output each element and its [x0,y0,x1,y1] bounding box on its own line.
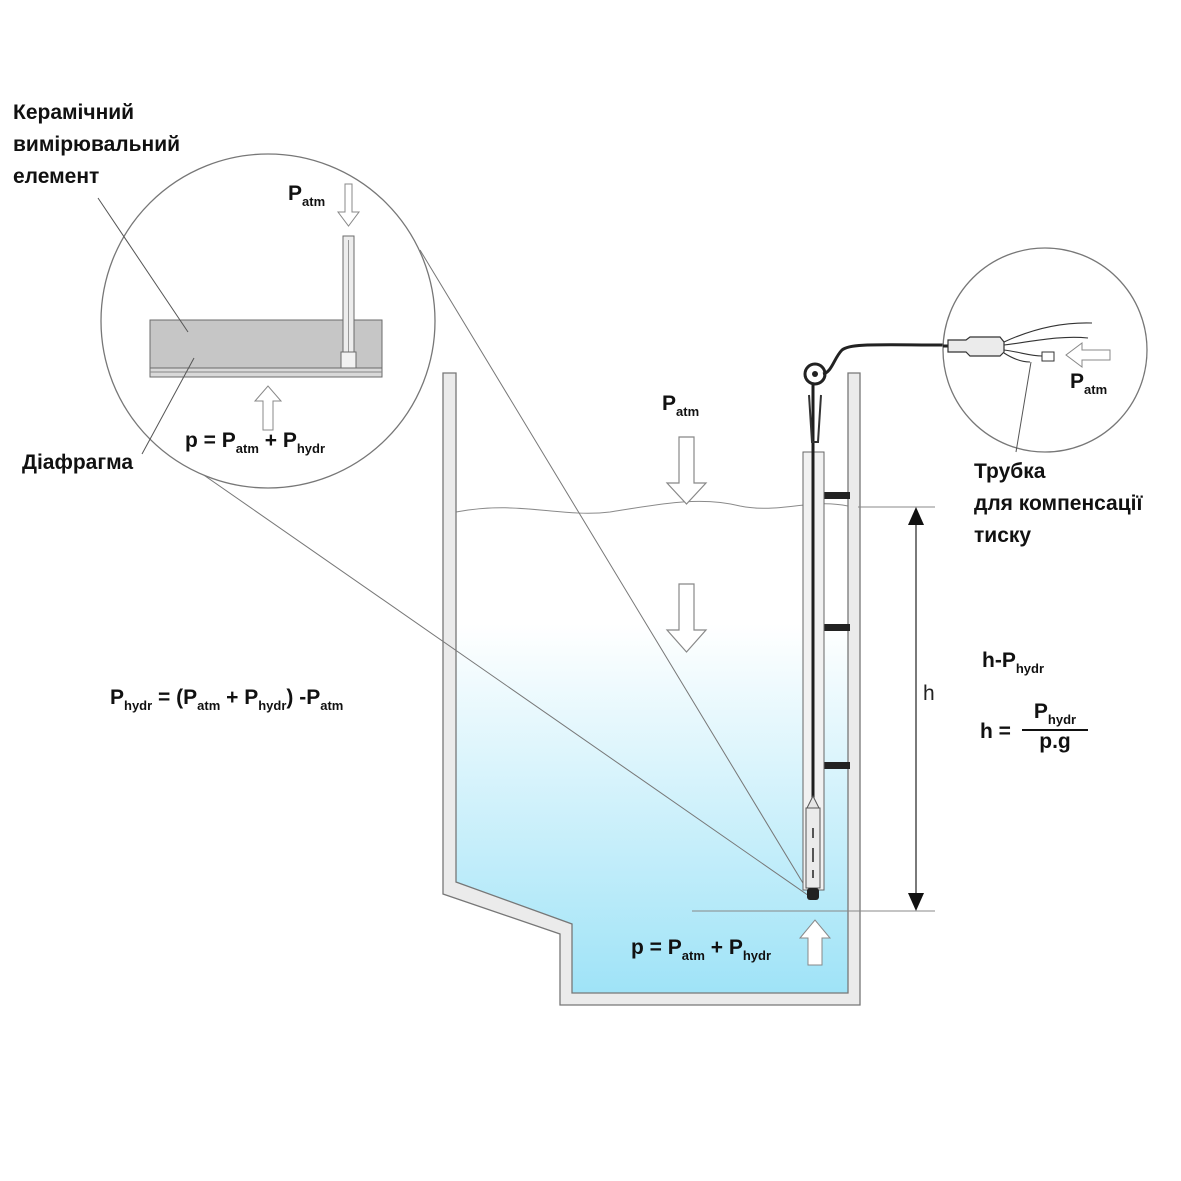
patm-down-arrow-icon [337,183,360,227]
water [456,501,848,993]
fraction-bar [1022,729,1088,731]
zoom-guide-line [184,461,813,899]
cable-clamp [822,492,850,499]
water-down-arrow-icon [665,583,708,653]
height-arrow-top-icon [908,507,924,525]
height-fraction: Phydr p.g [1022,698,1088,764]
bottom-up-arrow-icon [798,919,832,966]
patm-label-tank: Patm [662,392,700,419]
height-label: h [923,682,935,705]
diaphragm-leader-line [141,357,195,455]
cable-wires [1003,322,1093,343]
height-arrow-bottom-icon [908,893,924,911]
cable-clamp [822,624,850,631]
pressure-equation-bottom: p = Patm + Phydr [631,936,772,963]
cable-sleeve [947,336,1005,357]
ceramic-element-label: Керамічний вимірювальний елемент [13,101,181,188]
cable-eye-hook [808,394,822,443]
probe-cable-top [822,343,949,376]
patm-label-tube: Patm [1070,370,1108,397]
ceramic-leader-line [97,197,189,333]
patm-label-circle: Patm [288,182,326,209]
h-phydr-label: h-Phydr [982,649,1045,676]
probe-tip [807,888,819,900]
cable-detail-circle [942,247,1148,453]
patm-left-arrow-icon [1065,342,1111,368]
pressure-equation-circle: p = Patm + Phydr [185,429,326,456]
compensation-tube-label: Трубка для компенсації тиску [974,460,1143,547]
atm-down-arrow-icon [665,436,708,505]
compensation-tube-end [1041,351,1055,362]
tank-wall [442,372,861,1006]
zoom-guide-line [419,249,813,899]
fraction-denominator: p.g [1039,730,1071,753]
tube-leader-line [1015,361,1032,453]
fraction-numerator: Phydr [1033,700,1077,727]
pressure-up-arrow-icon [253,385,283,431]
diaphragm-label: Діафрагма [22,451,134,474]
cable-clamp [822,762,850,769]
h-equals-label: h = [980,720,1017,743]
hydr-equation: Phydr = (Patm + Phydr) -Patm [110,686,344,713]
water-surface [455,500,849,514]
